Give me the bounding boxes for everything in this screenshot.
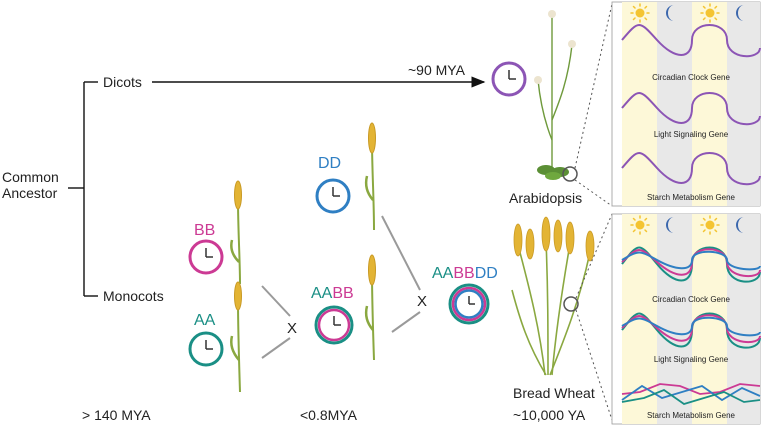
dicots-label: Dicots [103, 74, 142, 90]
genome-a-text: AA [194, 312, 216, 329]
common-ancestor-label: Common Ancestor [2, 169, 63, 201]
night-band [657, 2, 692, 206]
genome-aabb-a: AA [311, 285, 333, 302]
wheat-expression-panel: Circadian Clock Gene Light Signaling Gen… [611, 213, 761, 425]
wheat-plant-bb [230, 180, 242, 285]
arabidopsis-expression-panel: Circadian Clock Gene Light Signaling Gen… [611, 1, 761, 207]
timeline-label-1: > 140 MYA [82, 407, 151, 423]
genome-aabbdd-b: BB [453, 265, 474, 282]
wheat-zoom-circle [563, 296, 579, 312]
zoom-lines [574, 3, 613, 421]
clock-icon-dicot [491, 61, 527, 97]
wheat-plant-aabb [364, 254, 376, 361]
sun-icon [630, 3, 650, 23]
night-band [727, 214, 760, 424]
dicot-divergence-label: ~90 MYA [408, 62, 466, 78]
clock-icon-bb [188, 239, 224, 275]
phylogeny-tree [68, 76, 486, 297]
wheat-plant-aa [230, 281, 242, 393]
arabidopsis-gene-3-label: Starch Metabolism Gene [647, 193, 736, 202]
genome-aabb-b: BB [332, 285, 353, 302]
night-band [657, 214, 692, 424]
root-label-line-1: Common [2, 169, 59, 185]
cross-symbol-2: X [417, 293, 427, 310]
wheat-plant-dd [364, 122, 376, 231]
day-band [622, 2, 657, 206]
arabidopsis-zoom-circle [562, 166, 578, 182]
sun-icon [700, 215, 720, 235]
clock-icon-aabbdd [448, 283, 490, 325]
genome-d-text: DD [318, 155, 341, 172]
day-band [692, 2, 727, 206]
genome-aabb-label: AABB [311, 285, 354, 302]
timeline-label-2: <0.8MYA [300, 407, 358, 423]
wheat-starch-waves [621, 383, 761, 405]
bread-wheat-plant [511, 216, 595, 376]
wheat-gene-2-label: Light Signaling Gene [654, 355, 729, 364]
timeline-label-3: ~10,000 YA [513, 407, 586, 423]
cross-symbol-1: X [287, 320, 297, 337]
genome-dd-label: DD [318, 155, 341, 172]
genome-aabbdd-label: AABBDD [432, 265, 498, 282]
arabidopsis-starch-wave [621, 152, 761, 186]
sun-icon [700, 3, 720, 23]
wheat-light-waves [621, 312, 761, 349]
sun-icon [630, 215, 650, 235]
arabidopsis-gene-1-label: Circadian Clock Gene [652, 73, 730, 82]
wheat-gene-3-label: Starch Metabolism Gene [647, 411, 736, 420]
arabidopsis-plant [534, 10, 578, 182]
genome-aa-label: AA [194, 312, 216, 329]
bread-wheat-label: Bread Wheat [513, 385, 595, 401]
clock-icon-aa [188, 331, 224, 367]
genome-aabbdd-a: AA [432, 265, 454, 282]
cross-lines [261, 215, 421, 359]
root-label-line-2: Ancestor [2, 185, 58, 201]
arabidopsis-clock-wave [621, 24, 761, 58]
wheat-clock-waves [621, 246, 761, 283]
genome-b-text: BB [194, 222, 215, 239]
wheat-gene-1-label: Circadian Clock Gene [652, 295, 730, 304]
clock-icon-dd [315, 178, 351, 214]
arabidopsis-label: Arabidopsis [509, 190, 582, 206]
genome-aabbdd-d: DD [475, 265, 498, 282]
genome-bb-label: BB [194, 222, 215, 239]
night-band [727, 2, 760, 206]
arabidopsis-light-wave [621, 92, 761, 126]
monocots-label: Monocots [103, 288, 164, 304]
arabidopsis-gene-2-label: Light Signaling Gene [654, 130, 729, 139]
clock-icon-aabb [314, 305, 354, 345]
